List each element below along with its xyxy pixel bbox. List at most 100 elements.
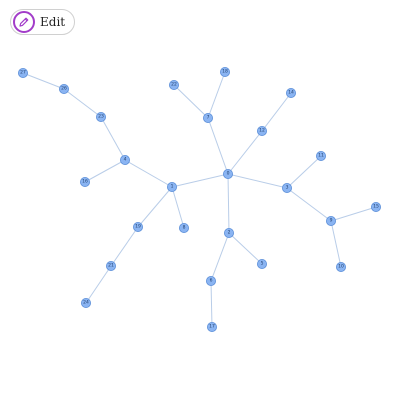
edge-n3-n9 <box>286 187 332 222</box>
node-label: 6 <box>210 278 213 284</box>
edge-layer <box>22 71 377 328</box>
edit-label: Edit <box>40 15 66 29</box>
node-21[interactable]: 21 <box>106 260 117 271</box>
edge-n1-n8 <box>171 186 185 229</box>
node-3[interactable]: 3 <box>281 182 292 193</box>
node-circle <box>205 275 216 286</box>
node-circle <box>81 297 92 308</box>
node-5[interactable]: 5 <box>256 258 267 269</box>
edit-button[interactable]: Edit <box>10 9 76 35</box>
node-circle <box>222 168 233 179</box>
node-circle <box>256 258 267 269</box>
edge-n0-n12 <box>227 130 263 175</box>
node-4[interactable]: 4 <box>120 154 131 165</box>
node-label: 18 <box>222 69 228 75</box>
node-circle <box>120 154 131 165</box>
edge-n12-n14 <box>261 92 292 132</box>
node-6[interactable]: 6 <box>205 275 216 286</box>
node-circle <box>281 182 292 193</box>
node-circle <box>206 321 217 332</box>
node-label: 14 <box>288 90 294 96</box>
edge-n0-n3 <box>227 173 288 189</box>
node-circle <box>80 176 91 187</box>
node-circle <box>132 221 143 232</box>
edge-n23-n26 <box>63 88 102 118</box>
edge-n19-n21 <box>110 226 139 267</box>
node-circle <box>168 80 179 91</box>
node-circle <box>370 201 381 212</box>
node-label: 0 <box>227 171 230 177</box>
node-7[interactable]: 7 <box>202 113 213 124</box>
node-label: 1 <box>171 184 174 190</box>
node-1[interactable]: 1 <box>166 181 177 192</box>
node-24[interactable]: 24 <box>81 297 92 308</box>
edge-n2-n5 <box>228 232 263 265</box>
node-label: 10 <box>338 264 344 270</box>
edge-n9-n10 <box>330 220 342 268</box>
edge-n0-n2 <box>227 173 230 234</box>
edge-n6-n17 <box>210 280 213 328</box>
node-26[interactable]: 26 <box>59 84 70 95</box>
edge-n4-n16 <box>84 159 126 183</box>
node-circle <box>59 84 70 95</box>
node-label: 27 <box>20 70 26 76</box>
node-12[interactable]: 12 <box>256 126 267 137</box>
node-label: 16 <box>82 179 88 185</box>
node-label: 26 <box>61 86 67 92</box>
node-label: 12 <box>259 128 265 134</box>
node-label: 22 <box>171 82 177 88</box>
node-circle <box>166 181 177 192</box>
node-label: 15 <box>373 204 379 210</box>
node-label: 19 <box>135 224 141 230</box>
edge-n4-n23 <box>100 116 126 161</box>
node-15[interactable]: 15 <box>370 201 381 212</box>
edge-n7-n22 <box>173 84 209 119</box>
node-circle <box>335 261 346 272</box>
edge-n1-n4 <box>124 159 173 188</box>
node-circle <box>256 126 267 137</box>
node-10[interactable]: 10 <box>335 261 346 272</box>
node-label: 5 <box>261 261 264 267</box>
node-label: 9 <box>330 218 333 224</box>
node-label: 8 <box>183 225 186 231</box>
node-circle <box>325 215 336 226</box>
node-14[interactable]: 14 <box>285 88 296 99</box>
node-circle <box>178 222 189 233</box>
node-circle <box>285 88 296 99</box>
edge-n0-n7 <box>207 117 229 175</box>
edge-n2-n6 <box>210 232 230 282</box>
node-label: 24 <box>83 300 89 306</box>
node-22[interactable]: 22 <box>168 80 179 91</box>
node-label: 4 <box>124 157 127 163</box>
edge-n21-n24 <box>85 265 112 304</box>
node-19[interactable]: 19 <box>132 221 143 232</box>
node-label: 11 <box>318 153 324 159</box>
node-circle <box>106 260 117 271</box>
node-9[interactable]: 9 <box>325 215 336 226</box>
node-circle <box>96 112 107 123</box>
node-0[interactable]: 0 <box>222 168 233 179</box>
node-11[interactable]: 11 <box>315 150 326 161</box>
node-circle <box>315 150 326 161</box>
node-23[interactable]: 23 <box>96 112 107 123</box>
node-16[interactable]: 16 <box>80 176 91 187</box>
edge-n0-n1 <box>171 173 229 188</box>
edge-n3-n11 <box>286 155 322 189</box>
node-label: 2 <box>228 230 231 236</box>
node-circle <box>219 67 230 78</box>
node-label: 3 <box>286 185 289 191</box>
node-circle <box>223 227 234 238</box>
node-27[interactable]: 27 <box>17 68 28 79</box>
node-label: 7 <box>207 115 210 121</box>
edge-n7-n18 <box>207 71 226 119</box>
edge-n1-n19 <box>137 186 173 228</box>
node-label: 17 <box>209 324 215 330</box>
node-circle <box>17 68 28 79</box>
pencil-icon <box>13 11 35 33</box>
node-17[interactable]: 17 <box>206 321 217 332</box>
node-2[interactable]: 2 <box>223 227 234 238</box>
node-18[interactable]: 18 <box>219 67 230 78</box>
node-8[interactable]: 8 <box>178 222 189 233</box>
